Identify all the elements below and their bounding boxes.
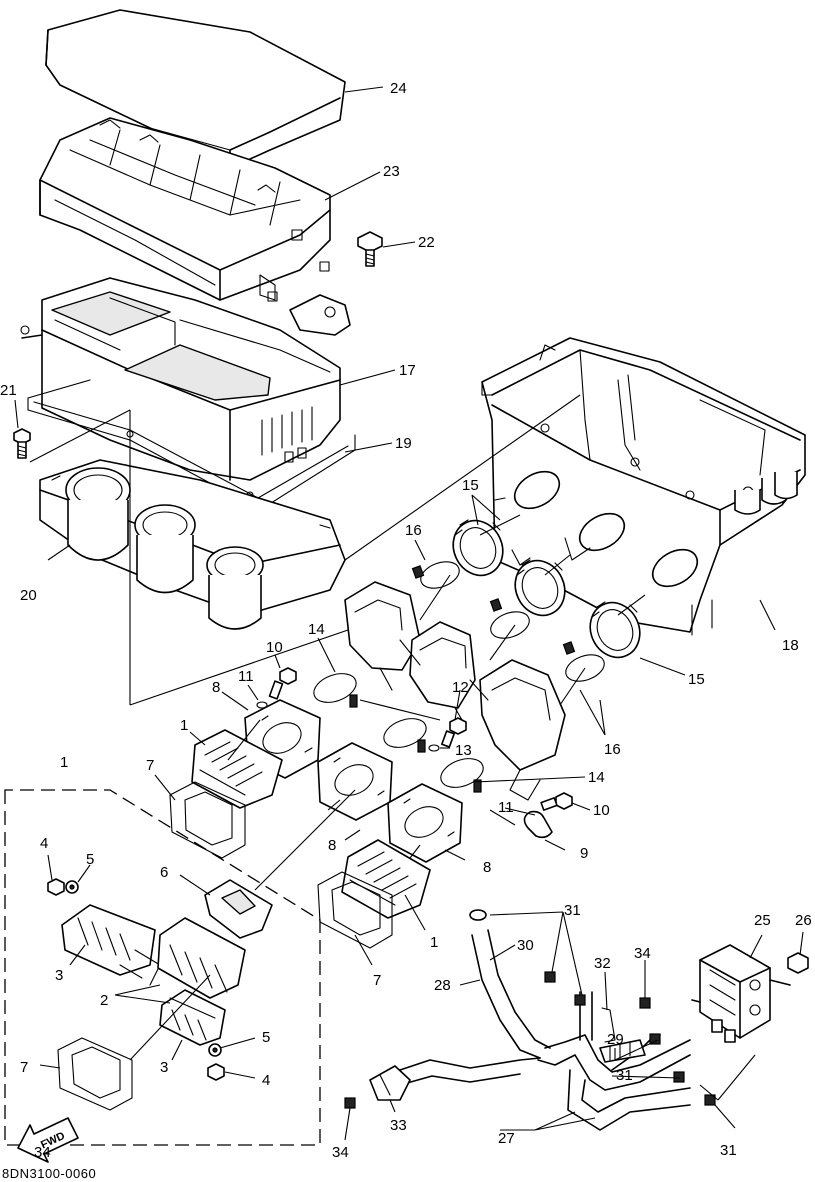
hose-clamp-16-part — [411, 561, 605, 682]
callout-14a: 14 — [308, 621, 325, 638]
callout-leaders — [14, 86, 804, 1141]
airbox-housing-18-part — [481, 337, 806, 636]
callout-31a: 31 — [564, 902, 581, 919]
callout-4a: 4 — [40, 835, 48, 852]
callout-15b: 15 — [688, 671, 705, 688]
bolt-21-part — [13, 428, 31, 459]
callout-1a: 1 — [180, 717, 188, 734]
callout-34b: 34 — [34, 1144, 51, 1161]
callout-8c: 8 — [483, 859, 491, 876]
carburetor-joint-15-part — [452, 519, 641, 659]
callout-10a: 10 — [266, 639, 283, 656]
callout-7c: 7 — [20, 1059, 28, 1076]
callout-5b: 5 — [262, 1029, 270, 1046]
screw-22-part — [357, 231, 383, 267]
callout-22: 22 — [418, 234, 435, 251]
callout-17: 17 — [399, 362, 416, 379]
callout-5a: 5 — [86, 851, 94, 868]
air-filter-cover-part — [45, 9, 346, 169]
callout-30: 30 — [517, 937, 534, 954]
air-filter-element-part — [39, 117, 331, 302]
callout-2: 2 — [100, 992, 108, 1009]
callout-13: 13 — [455, 742, 472, 759]
callout-24: 24 — [390, 80, 407, 97]
callout-numbers: 24 23 22 17 19 21 20 18 15 15 16 16 14 1… — [0, 80, 812, 1161]
callout-26: 26 — [795, 912, 812, 929]
callout-25: 25 — [754, 912, 771, 929]
callout-16a: 16 — [405, 522, 422, 539]
air-filter-case-lower-part — [39, 459, 346, 630]
hose-clamp-14-part — [313, 673, 484, 793]
callout-18: 18 — [782, 637, 799, 654]
callout-9: 9 — [580, 845, 588, 862]
callout-27: 27 — [498, 1130, 515, 1147]
callout-21: 21 — [0, 382, 17, 399]
carburetor-assembly-part — [344, 581, 566, 801]
callout-29: 29 — [607, 1031, 624, 1048]
callout-20: 20 — [20, 587, 37, 604]
callout-32: 32 — [594, 955, 611, 972]
callout-11b: 11 — [498, 799, 514, 816]
reed-valve-assembly-1-part — [191, 729, 431, 919]
callout-1b: 1 — [60, 754, 68, 771]
callout-16b: 16 — [604, 741, 621, 758]
intake-manifold-8-part — [244, 699, 463, 863]
callout-10b: 10 — [593, 802, 610, 819]
callout-8b: 8 — [328, 837, 336, 854]
reed-valve-breakdown-box — [4, 789, 321, 1146]
callout-33: 33 — [390, 1117, 407, 1134]
callout-19: 19 — [395, 435, 412, 452]
air-filter-case-upper-part — [20, 277, 351, 481]
callout-15a: 15 — [462, 477, 479, 494]
callout-23: 23 — [383, 163, 400, 180]
callout-6: 6 — [160, 864, 168, 881]
callout-3b: 3 — [160, 1059, 168, 1076]
callout-12: 12 — [452, 679, 469, 696]
callout-34a: 34 — [634, 945, 651, 962]
callout-4b: 4 — [262, 1072, 270, 1089]
reed-valve-breakdown-parts — [47, 878, 273, 1081]
callout-28: 28 — [434, 977, 451, 994]
callout-14b: 14 — [588, 769, 605, 786]
bolts-washers-part — [256, 667, 573, 839]
assembly-guide-lines — [29, 394, 646, 1061]
callout-7a: 7 — [146, 757, 154, 774]
fuel-hoses-part — [344, 909, 716, 1131]
callout-1c: 1 — [430, 934, 438, 951]
fwd-arrow-icon: FWD — [17, 1117, 79, 1163]
callout-31c: 31 — [720, 1142, 737, 1159]
callout-8a: 8 — [212, 679, 220, 696]
callout-7b: 7 — [373, 972, 381, 989]
callout-34c: 34 — [332, 1144, 349, 1161]
callout-3a: 3 — [55, 967, 63, 984]
callout-31b: 31 — [616, 1067, 633, 1084]
callout-11a: 11 — [238, 668, 254, 685]
diagram-code: 8DN3100-0060 — [2, 1166, 96, 1181]
fuel-pump-25-part — [691, 944, 809, 1043]
